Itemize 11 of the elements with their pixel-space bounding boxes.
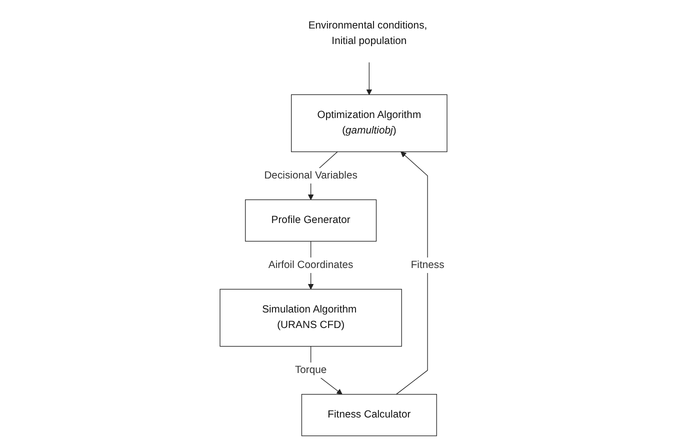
node-box: Optimization Algorithm (gamultiobj) bbox=[290, 94, 447, 152]
arrow bbox=[395, 152, 428, 395]
edge-label: Airfoil Coordinates bbox=[268, 259, 353, 270]
node-text: Environmental conditions, Initial population bbox=[308, 20, 427, 47]
edge-label: Torque bbox=[294, 364, 326, 376]
node-box: Simulation Algorithm (URANS CFD) bbox=[219, 288, 402, 347]
edge-label: Decisional Variables bbox=[264, 170, 357, 181]
node-box: Profile Generator bbox=[244, 199, 376, 242]
node-box: Fitness Calculator bbox=[300, 394, 436, 436]
arrow bbox=[366, 62, 372, 95]
edge-label: Fitness bbox=[410, 259, 444, 270]
